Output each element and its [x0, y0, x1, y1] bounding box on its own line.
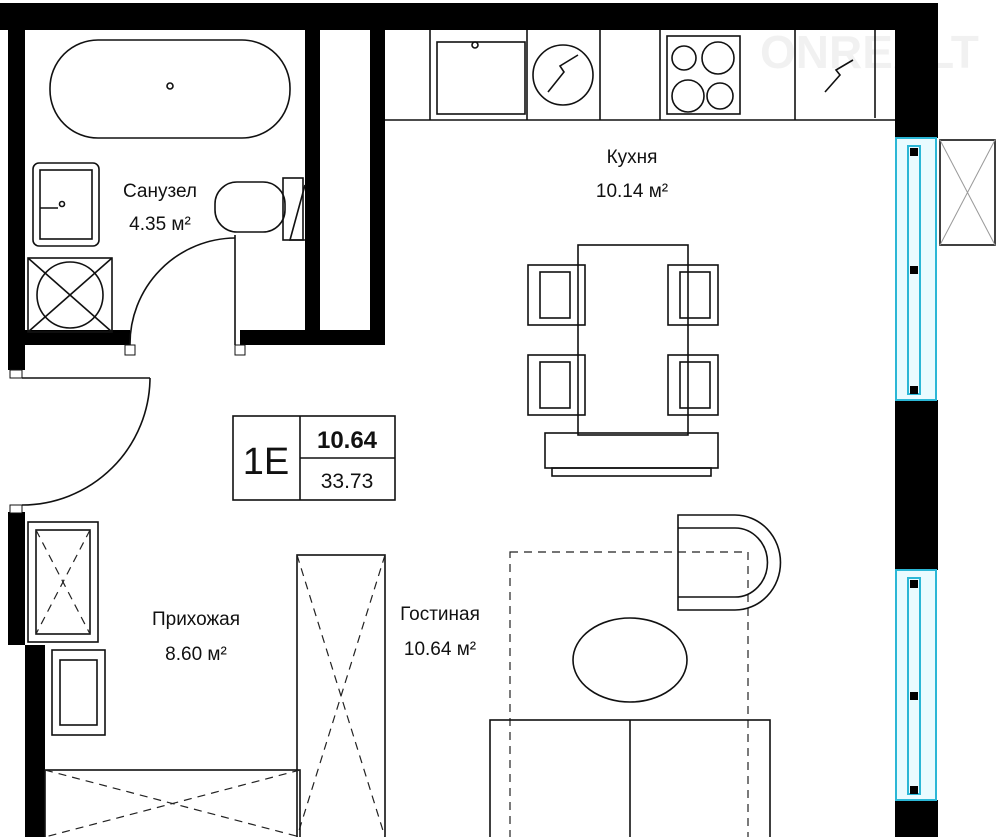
- coffee-table: [572, 617, 688, 703]
- window-kitchen: [895, 137, 937, 401]
- balcony-vent: [939, 139, 996, 246]
- room-area-bathroom: 4.35 м²: [129, 214, 191, 235]
- armchair: [677, 514, 782, 611]
- rug: [509, 551, 749, 837]
- room-area-hallway: 8.60 м²: [165, 644, 227, 665]
- sofa: [489, 719, 771, 837]
- entrance-door: [9, 369, 151, 514]
- dining-chairs: [527, 264, 719, 416]
- unit-label-box: 1E 10.64 33.73: [232, 415, 396, 501]
- room-area-living: 10.64 м²: [404, 639, 476, 660]
- room-area-kitchen: 10.14 м²: [596, 181, 668, 202]
- room-name-bathroom: Санузел: [123, 181, 197, 202]
- walls: [0, 3, 938, 837]
- room-name-hallway: Прихожая: [152, 609, 240, 630]
- total-area: 33.73: [321, 470, 374, 493]
- watermark: ONREALT: [760, 26, 979, 78]
- living-area: 10.64: [317, 427, 378, 454]
- kitchen-counter: [385, 30, 895, 121]
- toilet: [214, 177, 306, 241]
- washing-machine: [27, 257, 113, 333]
- bathtub: [49, 39, 291, 139]
- washbasin: [32, 162, 100, 247]
- wardrobe: [296, 554, 386, 837]
- room-name-living: Гостиная: [400, 604, 480, 625]
- unit-code: 1E: [243, 441, 289, 483]
- dining-table: [577, 244, 689, 436]
- storage-cabinet: [27, 521, 99, 643]
- window-living: [895, 569, 937, 801]
- room-name-kitchen: Кухня: [607, 147, 658, 168]
- hall-closet: [44, 769, 301, 837]
- bathroom-door: [124, 235, 246, 356]
- shoe-cabinet: [51, 649, 106, 736]
- sideboard: [544, 432, 719, 477]
